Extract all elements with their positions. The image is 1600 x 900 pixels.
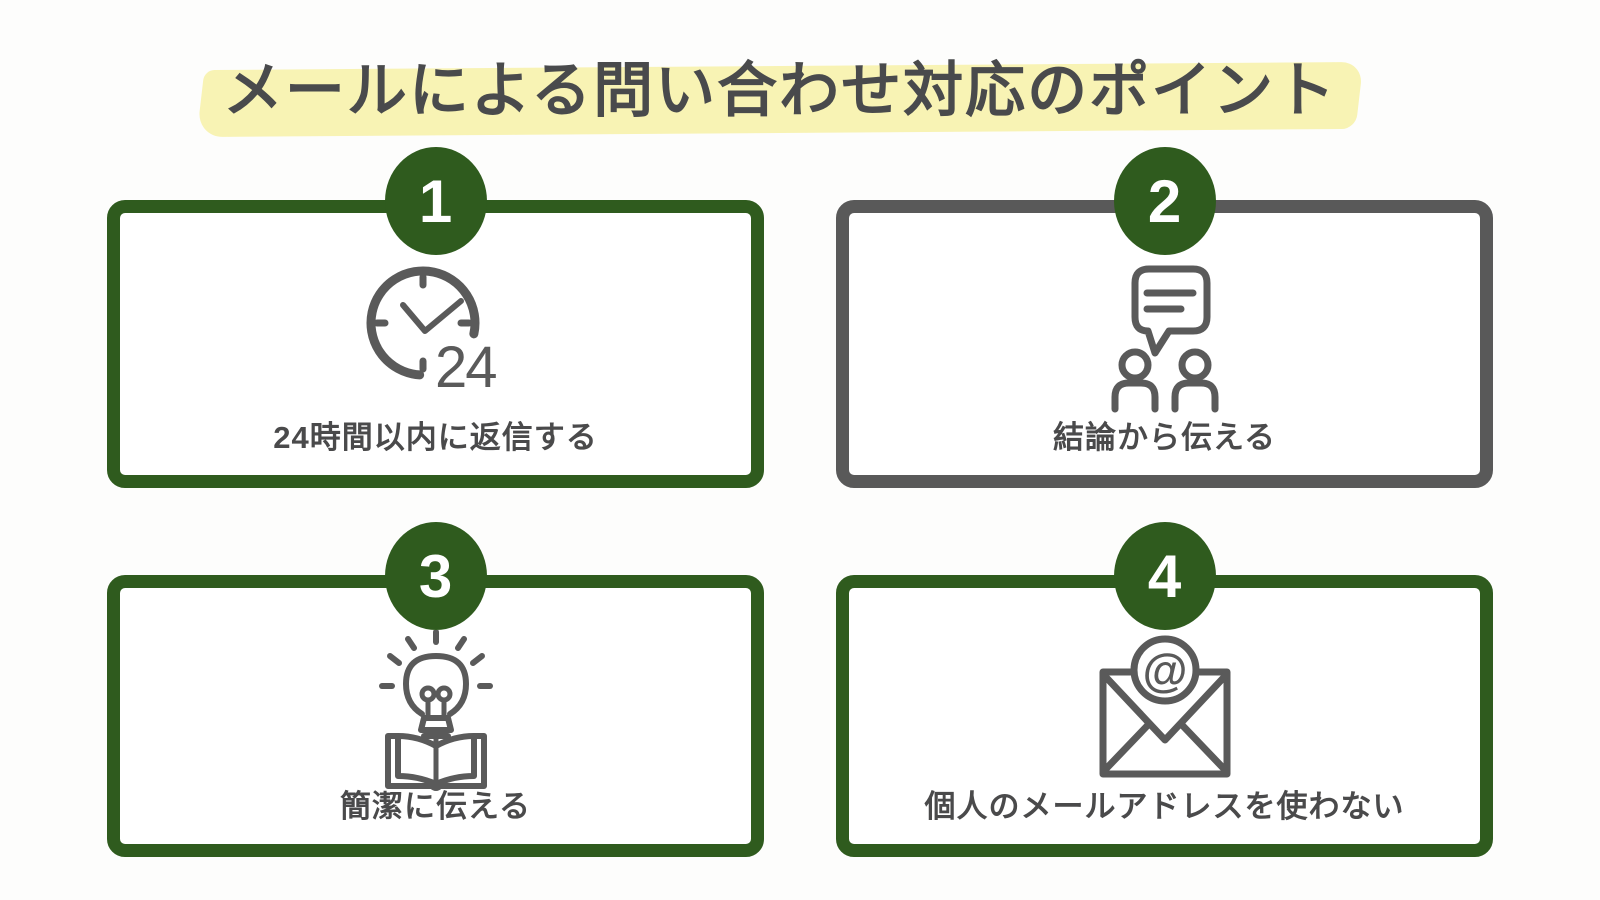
- email-at-icon: @: [1099, 635, 1230, 778]
- card-number: 4: [1147, 542, 1182, 610]
- title-row: メールによる問い合わせ対応のポイント: [0, 42, 1600, 129]
- card-no-personal-email: 4 @ 個人のメールアドレスを使わない: [836, 522, 1493, 857]
- card-icon-area: [120, 630, 751, 792]
- idea-book-icon: [378, 630, 493, 791]
- card-number: 3: [418, 542, 453, 610]
- title-highlight: メールによる問い合わせ対応のポイント: [217, 42, 1343, 129]
- card-reply-within-24h: 1 24 24時間以内に返信する: [107, 147, 764, 488]
- card-be-concise: 3: [107, 522, 764, 857]
- card-icon-area: 24: [120, 261, 751, 403]
- card-label: 個人のメールアドレスを使わない: [924, 789, 1405, 824]
- card-icon-area: @: [849, 630, 1480, 782]
- at-glyph: @: [1142, 644, 1187, 696]
- card-number-badge: 2: [1113, 147, 1216, 255]
- card-conclusion-first: 2 結論から伝える: [836, 147, 1493, 488]
- card-number-badge: 1: [384, 147, 487, 255]
- card-label: 結論から伝える: [1052, 420, 1277, 455]
- card-label: 簡潔に伝える: [339, 789, 532, 824]
- speech-people-icon: [1111, 265, 1218, 413]
- card-number: 1: [418, 167, 453, 235]
- card-icon-area: [849, 261, 1480, 413]
- card-label: 24時間以内に返信する: [273, 420, 598, 455]
- card-number: 2: [1147, 167, 1182, 235]
- clock-24-text: 24: [435, 335, 496, 400]
- clock-24-icon: 24: [366, 266, 498, 400]
- card-number-badge: 3: [384, 522, 487, 630]
- card-number-badge: 4: [1113, 522, 1216, 630]
- page-title: メールによる問い合わせ対応のポイント: [222, 57, 1338, 124]
